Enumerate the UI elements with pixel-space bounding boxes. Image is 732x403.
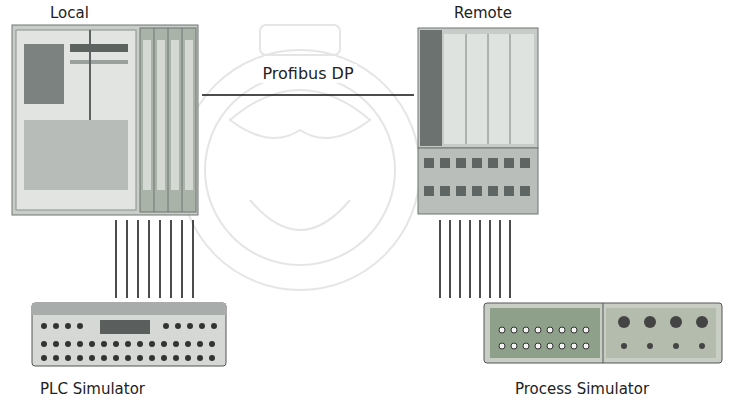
watermark-logo: [180, 25, 420, 290]
node-caption: PLC Simulator: [40, 380, 230, 399]
local-plc-picture: [12, 25, 198, 215]
node-caption: Remote: [454, 4, 542, 23]
simulator-box: Process Simulator: [480, 300, 726, 399]
node-caption: Local: [50, 4, 202, 23]
plc-box: Local: [10, 4, 202, 216]
node-caption: Process Simulator: [515, 380, 726, 399]
bus-label: Profibus DP: [259, 64, 356, 83]
plc-simulator-picture: [32, 303, 226, 366]
simulator-box: PLC Simulator: [30, 300, 230, 399]
remote-plc-picture: [418, 28, 538, 214]
process-simulator-picture: [484, 303, 722, 363]
bus-cable: [202, 95, 414, 96]
wire-bundle: [116, 220, 193, 298]
wire-bundle: [440, 220, 510, 298]
plc-box: Remote: [414, 4, 542, 216]
